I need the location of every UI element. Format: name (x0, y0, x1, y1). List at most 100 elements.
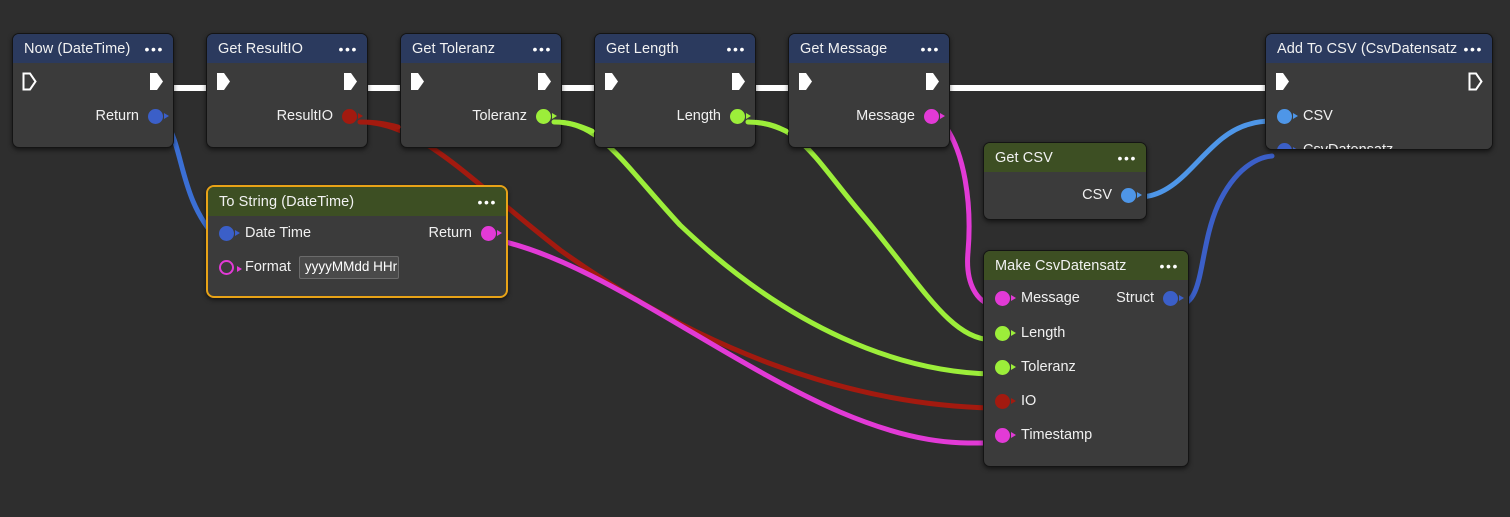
exec-input-pin[interactable] (410, 72, 425, 91)
pin-label: Toleranz (472, 108, 527, 124)
node-header[interactable]: Get Length ••• (595, 34, 755, 63)
pin-row-return[interactable]: Return (13, 99, 173, 133)
node-now-datetime[interactable]: Now (DateTime) ••• Return (12, 33, 174, 148)
output-pin-resultio[interactable] (342, 108, 363, 124)
node-menu-icon[interactable]: ••• (1117, 149, 1137, 166)
pin-row-datetime-return: Date Time Return (208, 216, 506, 250)
exec-row (1266, 63, 1492, 99)
node-header[interactable]: Get ResultIO ••• (207, 34, 367, 63)
input-pin-io[interactable] (995, 393, 1016, 409)
input-pin-timestamp[interactable] (995, 427, 1016, 443)
node-get-csv[interactable]: Get CSV ••• CSV (983, 142, 1147, 220)
exec-input-pin[interactable] (604, 72, 619, 91)
node-menu-icon[interactable]: ••• (726, 40, 746, 57)
node-header[interactable]: To String (DateTime) ••• (208, 187, 506, 216)
node-header[interactable]: Get Message ••• (789, 34, 949, 63)
node-menu-icon[interactable]: ••• (338, 40, 358, 57)
pin-label: ResultIO (276, 108, 333, 124)
node-add-to-csv[interactable]: Add To CSV (CsvDatensatz) ••• CSV CsvDat… (1265, 33, 1493, 150)
input-pin-toleranz[interactable] (995, 359, 1016, 375)
pin-label: CSV (1082, 187, 1112, 203)
input-pin-csv[interactable] (1277, 108, 1298, 124)
node-title: Add To CSV (CsvDatensatz) (1277, 40, 1458, 57)
wire-struct-to-csvdatensatz (1175, 153, 1275, 308)
node-body: CSV CsvDatensatz (1266, 63, 1492, 149)
node-get-toleranz[interactable]: Get Toleranz ••• Toleranz (400, 33, 562, 148)
pin-row-message[interactable]: Message (789, 99, 949, 133)
pin-row-length[interactable]: Length (984, 316, 1188, 350)
output-group-struct[interactable]: Struct (1116, 290, 1184, 306)
node-body: ResultIO (207, 63, 367, 133)
format-input[interactable]: yyyyMMdd HHr (298, 255, 399, 279)
pin-label: Date Time (245, 225, 312, 241)
output-pin-message[interactable] (924, 108, 945, 124)
node-menu-icon[interactable]: ••• (532, 40, 552, 57)
pin-row-resultio[interactable]: ResultIO (207, 99, 367, 133)
node-title: Get Message (800, 40, 888, 57)
output-pin-return[interactable] (481, 225, 502, 241)
pin-row-csvdatensatz[interactable]: CsvDatensatz (1266, 133, 1492, 149)
node-header[interactable]: Now (DateTime) ••• (13, 34, 173, 63)
node-get-message[interactable]: Get Message ••• Message (788, 33, 950, 148)
node-get-length[interactable]: Get Length ••• Length (594, 33, 756, 148)
input-pin-message[interactable] (995, 290, 1016, 306)
input-pin-date-time[interactable] (219, 225, 240, 241)
pin-label: Toleranz (1021, 359, 1076, 375)
node-title: Get CSV (995, 149, 1053, 166)
pin-row-format[interactable]: Format yyyyMMdd HHr (208, 250, 506, 284)
node-header[interactable]: Get CSV ••• (984, 143, 1146, 172)
pin-label: Struct (1116, 290, 1154, 306)
node-body: CSV (984, 178, 1146, 212)
exec-output-pin[interactable] (731, 72, 746, 91)
exec-input-pin[interactable] (798, 72, 813, 91)
pin-row-csv[interactable]: CSV (1266, 99, 1492, 133)
output-pin-struct[interactable] (1163, 290, 1184, 306)
pin-row-toleranz[interactable]: Toleranz (984, 350, 1188, 384)
pin-row-io[interactable]: IO (984, 384, 1188, 418)
pin-row-toleranz[interactable]: Toleranz (401, 99, 561, 133)
input-pin-format[interactable] (219, 259, 242, 275)
node-menu-icon[interactable]: ••• (477, 193, 497, 210)
exec-input-pin[interactable] (22, 72, 37, 91)
node-make-csvdatensatz[interactable]: Make CsvDatensatz ••• Message Struct Len… (983, 250, 1189, 467)
output-pin-toleranz[interactable] (536, 108, 557, 124)
pin-label: Return (95, 108, 139, 124)
exec-output-pin[interactable] (343, 72, 358, 91)
input-pin-csvdatensatz[interactable] (1277, 142, 1298, 149)
input-group-message[interactable]: Message (995, 290, 1080, 306)
exec-input-pin[interactable] (1275, 72, 1290, 91)
pin-row-message-struct: Message Struct (984, 280, 1188, 316)
exec-output-pin[interactable] (925, 72, 940, 91)
output-pin-length[interactable] (730, 108, 751, 124)
output-group-return[interactable]: Return (428, 225, 502, 241)
node-menu-icon[interactable]: ••• (1463, 40, 1483, 57)
exec-output-pin[interactable] (537, 72, 552, 91)
pin-label: Length (676, 108, 721, 124)
exec-row (401, 63, 561, 99)
node-header[interactable]: Make CsvDatensatz ••• (984, 251, 1188, 280)
exec-output-pin[interactable] (1468, 72, 1483, 91)
input-group-datetime[interactable]: Date Time (219, 225, 311, 241)
node-to-string-datetime[interactable]: To String (DateTime) ••• Date Time Retur… (206, 185, 508, 298)
node-body: Date Time Return Format yyyyMMdd HHr (208, 216, 506, 284)
exec-row (13, 63, 173, 99)
node-header[interactable]: Get Toleranz ••• (401, 34, 561, 63)
pin-row-length[interactable]: Length (595, 99, 755, 133)
input-pin-length[interactable] (995, 325, 1016, 341)
node-menu-icon[interactable]: ••• (144, 40, 164, 57)
pin-row-timestamp[interactable]: Timestamp (984, 418, 1188, 452)
exec-output-pin[interactable] (149, 72, 164, 91)
node-menu-icon[interactable]: ••• (1159, 257, 1179, 274)
exec-input-pin[interactable] (216, 72, 231, 91)
node-header[interactable]: Add To CSV (CsvDatensatz) ••• (1266, 34, 1492, 63)
node-title: Get ResultIO (218, 40, 304, 57)
node-body: Toleranz (401, 63, 561, 133)
output-pin-return[interactable] (148, 108, 169, 124)
node-menu-icon[interactable]: ••• (920, 40, 940, 57)
node-title: Get Length (606, 40, 679, 57)
node-get-resultio[interactable]: Get ResultIO ••• ResultIO (206, 33, 368, 148)
pin-row-csv[interactable]: CSV (984, 178, 1146, 212)
output-pin-csv[interactable] (1121, 187, 1142, 203)
exec-row (789, 63, 949, 99)
